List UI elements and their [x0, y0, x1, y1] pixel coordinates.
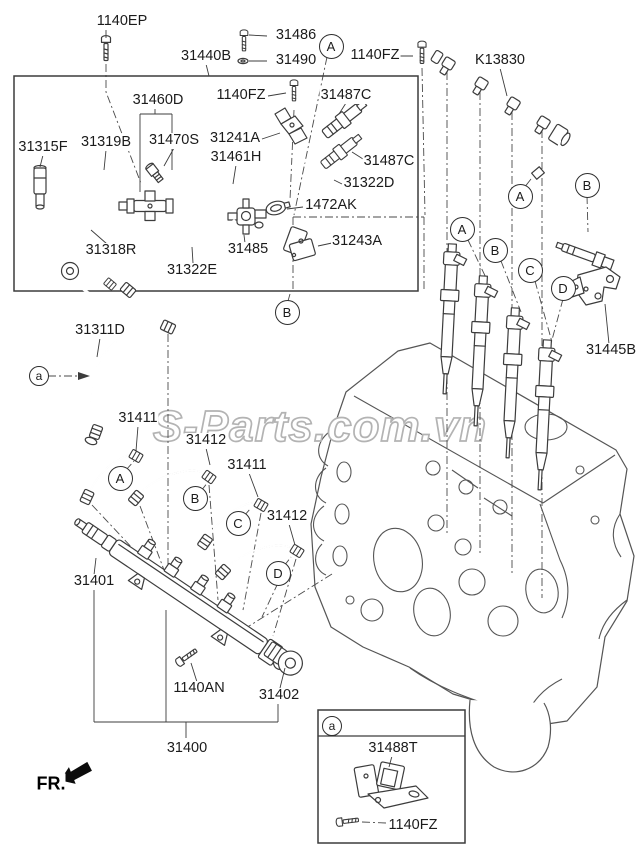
part-label-31485: 31485 [226, 241, 270, 258]
callout-a-small-pipe: a [29, 366, 49, 386]
callout-a-pipe: A [107, 465, 133, 491]
part-label-31241a: 31241A [209, 130, 261, 147]
part-label-31487c-b: 31487C [362, 153, 416, 170]
part-label-31402: 31402 [257, 687, 301, 704]
part-label-31440b: 31440B [180, 48, 232, 65]
callout-b-pipe: B [182, 485, 208, 511]
part-label-31461h: 31461H [209, 149, 263, 166]
callout-c-pipe: C [225, 510, 251, 536]
bracket-31488t-drawing [353, 761, 429, 809]
part-label-1140fz-top: 1140FZ [349, 47, 401, 64]
part-label-k13830: K13830 [474, 52, 526, 69]
callout-c-injector: C [517, 257, 543, 283]
fr-direction-arrow [60, 761, 92, 784]
part-label-31470s: 31470S [148, 132, 200, 149]
part-label-1472ak: 1472AK [304, 197, 358, 214]
part-label-31412-a: 31412 [184, 432, 228, 449]
part-label-31319b: 31319B [80, 134, 132, 151]
part-label-1140an: 1140AN [172, 680, 226, 697]
engine-block-drawing [310, 342, 635, 773]
inset-box-view-a [317, 709, 466, 844]
part-label-31315f: 31315F [17, 139, 69, 156]
callout-b-injector: B [482, 237, 508, 263]
part-label-31318r: 31318R [84, 242, 138, 259]
injection-pipe-rail-k13830 [430, 49, 571, 180]
callout-a-rail-hose: A [507, 183, 533, 209]
part-label-1140fz-mid: 1140FZ [215, 87, 267, 104]
part-label-31412-b: 31412 [265, 508, 309, 525]
part-label-31488t: 31488T [367, 740, 419, 757]
part-label-1140fz-inset: 1140FZ [387, 817, 439, 834]
part-label-31322d: 31322D [342, 175, 396, 192]
hose-assembly-box [13, 75, 419, 301]
injection-pipes [79, 319, 305, 581]
callout-b-box: B [274, 299, 300, 325]
top-hardware [100, 29, 508, 102]
part-label-31400: 31400 [165, 740, 209, 757]
fr-direction-label: FR. [36, 773, 66, 795]
part-label-31490: 31490 [274, 52, 318, 69]
part-label-31460d: 31460D [131, 92, 185, 109]
part-label-31243a: 31243A [331, 233, 383, 250]
callout-b-bracket: B [574, 172, 600, 198]
callout-a-injector: A [449, 216, 475, 242]
callout-d-injector: D [550, 275, 576, 301]
part-label-31445b: 31445B [585, 342, 637, 359]
part-label-31411-a: 31411 [117, 410, 159, 427]
part-label-31401: 31401 [72, 573, 116, 590]
callout-a-top: A [318, 33, 344, 59]
view-a-arrowhead [78, 372, 90, 380]
callout-a-inset: a [322, 716, 342, 736]
part-label-31486: 31486 [274, 27, 318, 44]
part-label-31322e: 31322E [166, 262, 218, 279]
fuel-rail-assembly [74, 518, 303, 738]
part-label-31311d: 31311D [74, 322, 126, 339]
part-label-31411-b: 31411 [226, 457, 268, 474]
part-label-1140ep: 1140EP [95, 13, 149, 30]
part-label-31487c-a: 31487C [319, 87, 373, 104]
callout-d-pipe: D [265, 560, 291, 586]
